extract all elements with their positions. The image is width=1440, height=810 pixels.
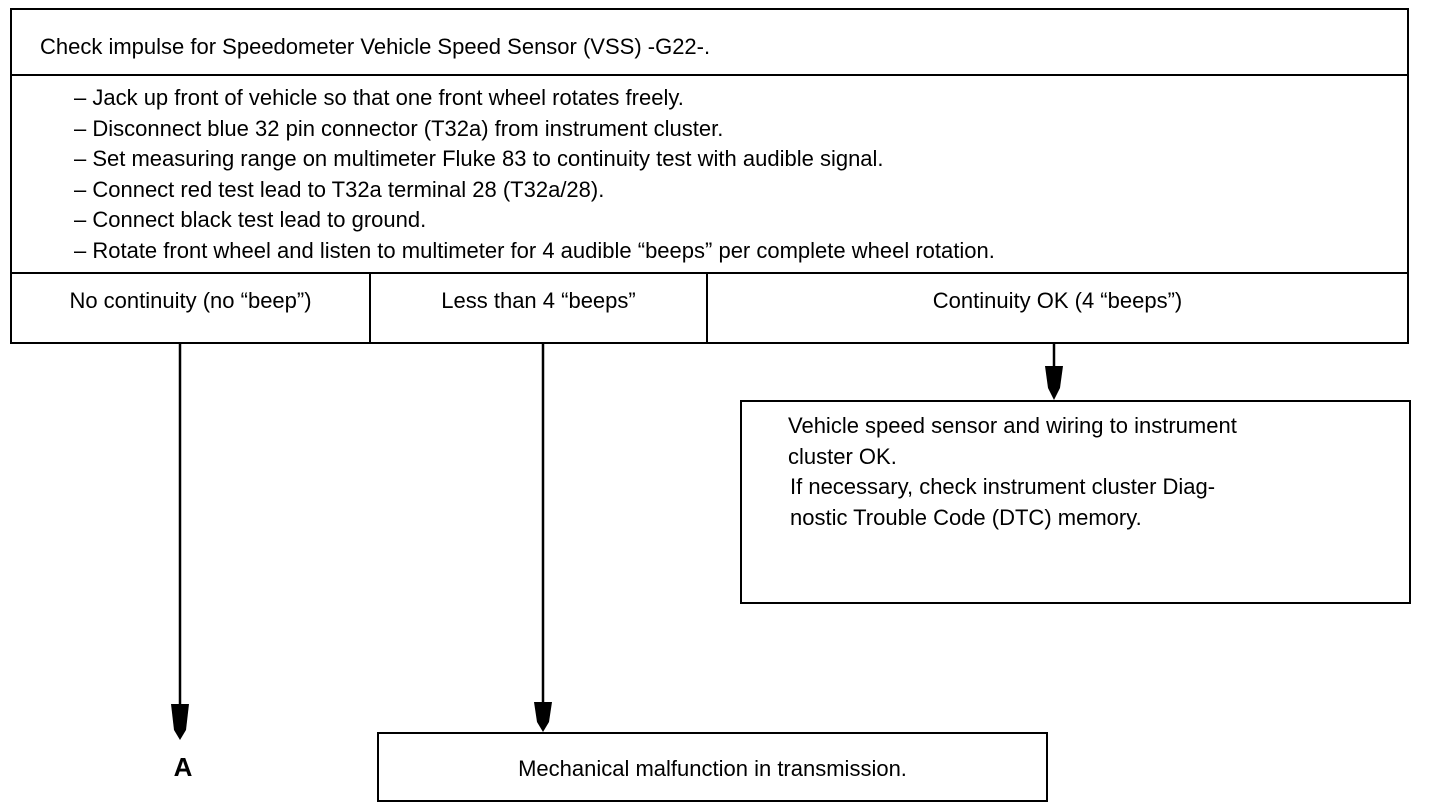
- result-less-than-4-label: Less than 4 “beeps”: [441, 288, 636, 313]
- terminal-label-a: A: [173, 752, 193, 782]
- result-no-continuity-label: No continuity (no “beep”): [69, 288, 312, 313]
- result-less-than-4-cell: Less than 4 “beeps”: [369, 272, 708, 344]
- sensor-ok-line: cluster OK.: [788, 443, 897, 469]
- check-impulse-title: Check impulse for Speedometer Vehicle Sp…: [40, 34, 711, 59]
- mechanical-malfunction-text: Mechanical malfunction in transmission.: [518, 756, 907, 781]
- procedure-steps-list: – Jack up front of vehicle so that one f…: [74, 83, 995, 266]
- step-rotate-wheel: – Rotate front wheel and listen to multi…: [74, 237, 995, 263]
- sensor-ok-line: Vehicle speed sensor and wiring to instr…: [788, 413, 1237, 438]
- arrow-no-continuity-to-a: [171, 344, 189, 740]
- arrow-less-than-4-to-mechanical: [534, 344, 552, 732]
- result-continuity-ok-cell: Continuity OK (4 “beeps”): [706, 272, 1409, 344]
- sensor-ok-line: If necessary, check instrument cluster D…: [790, 474, 1216, 499]
- result-no-continuity-cell: No continuity (no “beep”): [10, 272, 371, 344]
- arrow-continuity-ok-to-result: [1045, 344, 1063, 400]
- step-jack-up-vehicle: – Jack up front of vehicle so that one f…: [74, 85, 684, 110]
- step-disconnect-connector: – Disconnect blue 32 pin connector (T32a…: [74, 115, 724, 141]
- mechanical-malfunction-box: Mechanical malfunction in transmission.: [377, 732, 1048, 802]
- sensor-ok-text: Vehicle speed sensor and wiring to instr…: [788, 411, 1237, 533]
- check-impulse-title-box: Check impulse for Speedometer Vehicle Sp…: [10, 8, 1409, 76]
- step-connect-black-lead: – Connect black test lead to ground.: [74, 207, 427, 232]
- result-continuity-ok-label: Continuity OK (4 “beeps”): [932, 288, 1183, 313]
- sensor-ok-box: Vehicle speed sensor and wiring to instr…: [740, 400, 1411, 604]
- sensor-ok-line: nostic Trouble Code (DTC) memory.: [790, 504, 1142, 530]
- step-set-measuring-range: – Set measuring range on multimeter Fluk…: [74, 146, 884, 171]
- step-connect-red-lead: – Connect red test lead to T32a terminal…: [74, 176, 605, 202]
